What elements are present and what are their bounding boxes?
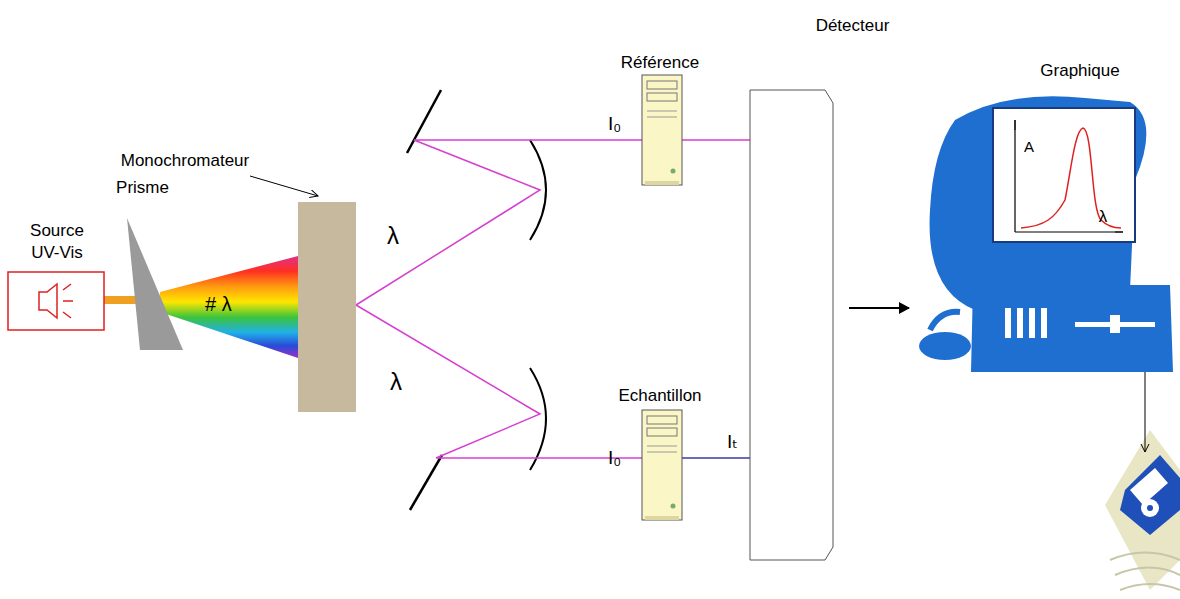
component-shape (915, 60, 1180, 375)
beam-connector (682, 139, 750, 141)
beam-connector (849, 307, 909, 309)
beam-connector (356, 305, 642, 458)
component-label: Monochromateur (110, 150, 260, 172)
component-shape (610, 52, 710, 187)
axis-label: λ (1093, 206, 1113, 228)
spectrum-label: # λ (205, 292, 232, 316)
component-label: Référence (610, 52, 710, 74)
leader-line (250, 176, 318, 196)
intensity-label: Iₜ (727, 430, 738, 453)
component-node: Source UV-Vis (5, 220, 110, 335)
floppy-disk (1105, 430, 1180, 590)
spectrum-fan (160, 256, 298, 358)
component-node: Référence (610, 52, 710, 187)
component-shape (110, 150, 360, 415)
component-label: Source UV-Vis (17, 220, 97, 264)
flat-mirror (410, 455, 442, 510)
component-node: Monochromateur (110, 150, 360, 415)
wavelength-label: λ (387, 222, 399, 250)
component-label: Graphique (1025, 60, 1135, 82)
component-node: GraphiqueAλ (915, 60, 1180, 375)
beam-connector (356, 140, 642, 305)
component-label: Echantillon (605, 385, 715, 407)
save-arrow (1145, 366, 1146, 452)
component-label: Détecteur (800, 15, 905, 37)
wavelength-label: λ (390, 368, 402, 396)
component-node: Prisme (95, 175, 190, 353)
component-shape (605, 385, 715, 522)
intensity-label: I₀ (608, 112, 621, 135)
component-node: Echantillon (605, 385, 715, 522)
component-shape (95, 175, 190, 353)
component-shape (745, 15, 905, 563)
curved-mirror (530, 368, 546, 470)
component-node: Détecteur (745, 15, 905, 563)
axis-label: A (1019, 136, 1039, 158)
beam-connector (682, 457, 750, 459)
component-label: Prisme (95, 177, 190, 199)
intensity-label: I₀ (608, 446, 621, 469)
